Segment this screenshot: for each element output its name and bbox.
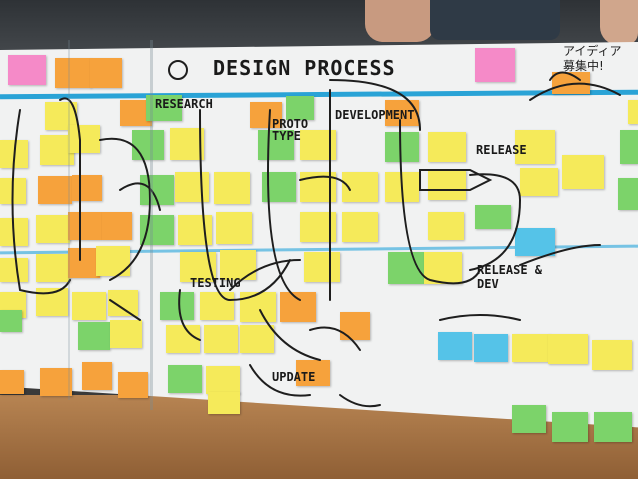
sticky-note (168, 365, 202, 393)
sticky-note (296, 360, 330, 386)
sticky-note (132, 130, 164, 160)
sticky-note (208, 392, 240, 414)
label-prototype: PROTO TYPE (272, 117, 309, 143)
sticky-note (548, 334, 588, 364)
sticky-note (475, 205, 511, 229)
japanese-note: アイディア 募集中! (563, 44, 622, 73)
person-hand (600, 0, 638, 45)
sticky-note (214, 172, 250, 204)
sticky-note (438, 332, 472, 360)
sticky-note (166, 325, 200, 353)
sticky-note (340, 312, 370, 340)
sticky-note (8, 55, 46, 85)
sticky-note (342, 212, 378, 242)
label-release-dev: RELEASE & DEV (477, 263, 543, 291)
sticky-note (36, 254, 70, 282)
sticky-note (520, 168, 558, 196)
sticky-note (206, 366, 240, 394)
sticky-note (68, 125, 100, 153)
sticky-note (552, 72, 590, 94)
sticky-note (170, 128, 204, 160)
sticky-note (102, 212, 132, 240)
sticky-note (160, 292, 194, 320)
label-update: UPDATE (272, 370, 316, 384)
sticky-note (90, 58, 122, 88)
label-testing: TESTING (190, 276, 241, 290)
sticky-note (512, 334, 550, 362)
sticky-note (286, 96, 314, 120)
glass-panel-edge (68, 40, 70, 400)
label-development: DEVELOPMENT (335, 108, 415, 122)
sticky-note (38, 176, 72, 204)
sticky-note (240, 292, 276, 322)
label-research: RESEARCH (155, 97, 213, 111)
sticky-note (618, 178, 638, 210)
label-release: RELEASE (476, 143, 527, 157)
sticky-note (146, 95, 182, 121)
sticky-note (0, 370, 24, 394)
sticky-note (140, 215, 174, 245)
person-body (430, 0, 560, 40)
sticky-note (82, 362, 112, 390)
sticky-note (118, 372, 148, 398)
sticky-note (304, 252, 340, 282)
sticky-note (428, 132, 466, 162)
sticky-note (55, 58, 91, 88)
sticky-note (620, 130, 638, 164)
sticky-note (250, 102, 282, 128)
sticky-note (475, 48, 515, 82)
sticky-note (428, 212, 464, 240)
sticky-note (72, 292, 106, 320)
sticky-note (594, 412, 632, 442)
glass-panel-edge (150, 40, 153, 410)
sticky-note (40, 368, 72, 396)
sticky-note (562, 155, 604, 189)
sticky-note (68, 212, 102, 240)
sticky-note (592, 340, 632, 370)
sticky-note (385, 132, 419, 162)
sticky-note (515, 130, 555, 164)
sticky-note (240, 325, 274, 353)
sticky-note (72, 175, 102, 201)
sticky-note (78, 322, 110, 350)
board-title: DESIGN PROCESS (213, 56, 396, 80)
sticky-note (512, 405, 546, 433)
sticky-note (424, 252, 462, 284)
sticky-note (385, 100, 419, 126)
sticky-note (200, 292, 234, 320)
sticky-note (36, 215, 70, 243)
person-arm (365, 0, 435, 42)
sticky-note (628, 100, 638, 124)
sticky-note (110, 320, 142, 348)
sticky-note (204, 325, 238, 353)
sticky-note (258, 130, 294, 160)
sticky-note (552, 412, 588, 442)
sticky-note (0, 258, 28, 282)
sticky-note (0, 310, 22, 332)
sticky-note (428, 170, 466, 200)
sticky-note (175, 172, 209, 202)
sticky-note (216, 212, 252, 244)
sticky-note (515, 228, 555, 256)
sticky-note (68, 248, 100, 278)
sticky-note (474, 334, 508, 362)
sticky-note (280, 292, 316, 322)
